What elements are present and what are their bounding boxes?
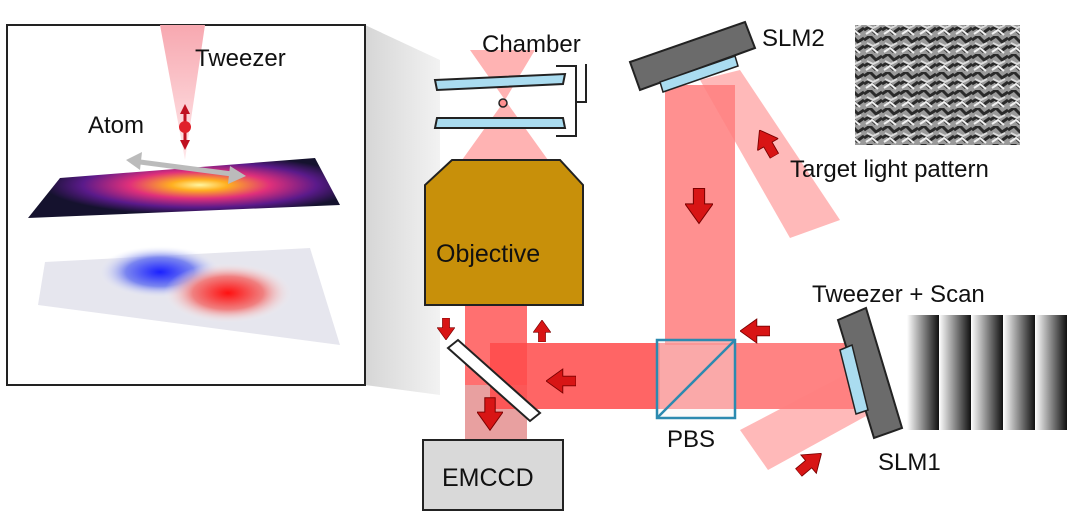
red-arrow-icon (740, 318, 770, 344)
slm2-hologram-pattern (855, 25, 1020, 145)
label-slm1: SLM1 (878, 449, 941, 476)
label-atom: Atom (88, 112, 144, 139)
red-arrow-icon (533, 320, 551, 342)
dichroic-mirror (446, 338, 542, 423)
positive-signal-lobe (164, 263, 292, 323)
atom-density-plane (28, 158, 340, 218)
label-objective: Objective (436, 240, 540, 268)
label-emccd: EMCCD (442, 464, 534, 492)
scan-direction-arrow-icon (126, 152, 246, 184)
zoom-connector (365, 25, 440, 395)
vacuum-chamber (433, 64, 587, 137)
slm1-grating-pattern (907, 315, 1067, 430)
label-target-light-pattern: Target light pattern (790, 156, 989, 183)
label-tweezer: Tweezer (195, 45, 286, 72)
slm1-device (836, 306, 904, 440)
objective-lens (424, 159, 584, 306)
polarizing-beam-splitter (655, 338, 737, 420)
label-pbs: PBS (667, 426, 715, 453)
tweezer-beam (160, 25, 205, 160)
slm2-device (628, 20, 757, 93)
label-chamber: Chamber (482, 31, 581, 58)
atom-icon (179, 104, 191, 150)
label-tweezer-scan: Tweezer + Scan (812, 281, 985, 308)
label-slm2: SLM2 (762, 25, 825, 52)
emccd-camera (422, 439, 564, 511)
